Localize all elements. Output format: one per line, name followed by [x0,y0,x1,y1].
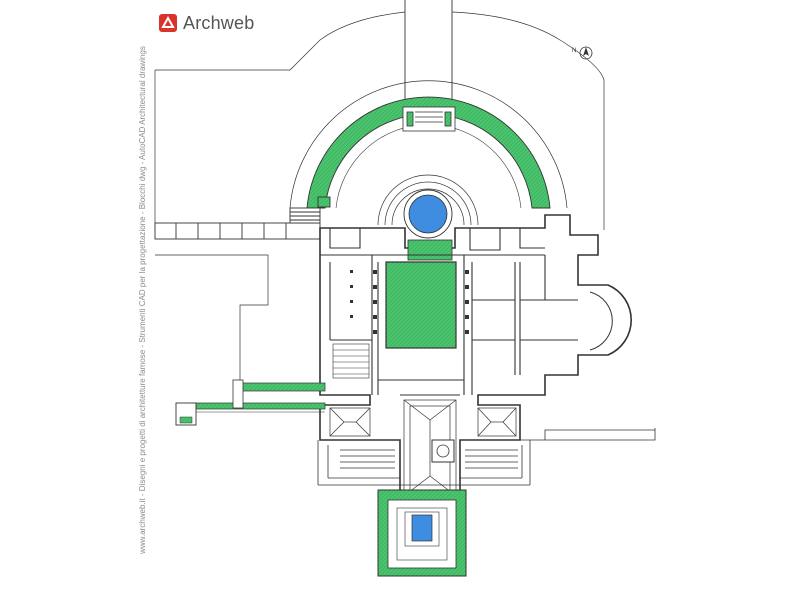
brand-name: Archweb [183,12,255,33]
south-terrace [317,428,656,486]
archweb-logo-icon [159,14,177,32]
semicircular-garden [289,80,568,209]
entrance-gate [402,106,456,132]
north-arrow-icon [579,46,593,60]
west-walkway [175,379,326,426]
north-label: N [572,48,577,54]
west-pergola [154,196,331,240]
brand-logo[interactable]: Archweb [158,10,254,36]
main-building [319,214,632,501]
fountain-exedra [377,174,479,239]
south-garden [377,489,467,577]
